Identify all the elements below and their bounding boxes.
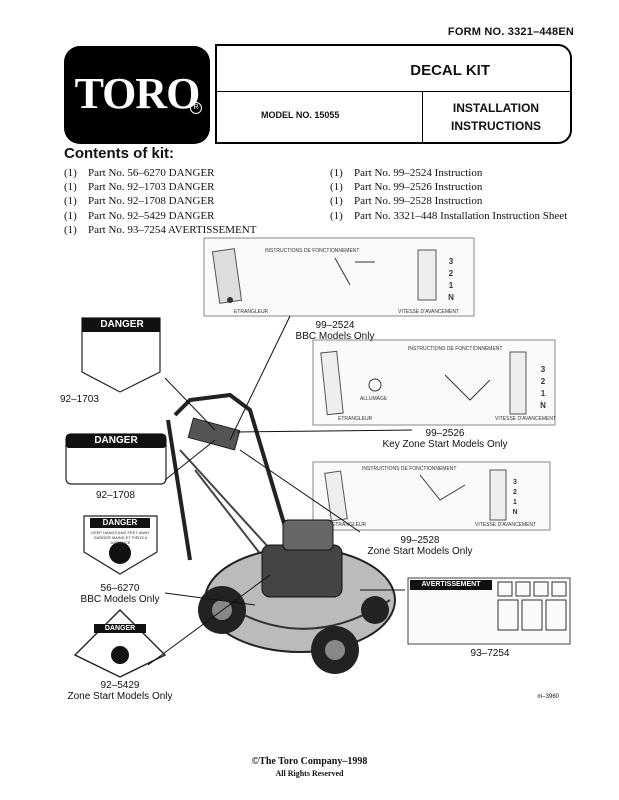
instr-title-2528: INSTRUCTIONS DE FONCTIONNEMENT: [362, 466, 457, 472]
vitesse-2526: VITESSE D'AVANCEMENT: [495, 416, 557, 422]
toro-logo: TORO R: [64, 46, 210, 144]
install-line2: INSTRUCTIONS: [451, 119, 541, 133]
list-item: (1)Part No. 92–5429 DANGER: [64, 209, 215, 222]
danger-56-6270-header: DANGER: [102, 518, 138, 527]
decal-92-1708: [65, 433, 167, 485]
copyright: ©The Toro Company–1998: [251, 756, 368, 767]
box-divider: [217, 91, 570, 92]
vitesse-2528: VITESSE D'AVANCEMENT: [475, 522, 537, 528]
danger-92-1708-header: DANGER: [94, 435, 138, 446]
danger-56-6270-text: KEEP HANDS AND FEET AWAY GARDER MAINS ET…: [91, 530, 150, 545]
danger-92-5429-header: DANGER: [104, 625, 136, 632]
model-number: MODEL NO. 15055: [261, 110, 340, 120]
callout-56-6270: 56–6270 BBC Models Only: [80, 583, 160, 605]
registered-mark: R: [190, 102, 202, 114]
list-item: (1)Part No. 99–2524 Instruction: [330, 167, 483, 179]
decal-99-2528: [312, 461, 551, 531]
m-reference: m–3960: [537, 694, 559, 700]
install-line1: INSTALLATION: [452, 101, 540, 115]
etrangleur-2528: ETRANGLEUR: [332, 522, 367, 528]
leader-lines: [147, 315, 413, 666]
callout-92-5429: 92–5429 Zone Start Models Only: [67, 680, 173, 702]
list-item: (1)Part No. 92–1703 DANGER: [64, 181, 215, 194]
decal-56-6270: [83, 515, 158, 575]
callout-99-2526: 99–2526 Key Zone Start Models Only: [382, 428, 508, 450]
decal-92-5429: [73, 609, 167, 678]
callout-99-2524: 99–2524 BBC Models Only: [295, 320, 375, 342]
etrangleur-2524: ETRANGLEUR: [234, 309, 269, 315]
list-item: (1)Part No. 99–2526 Instruction: [330, 181, 483, 194]
danger-92-1703-header: DANGER: [100, 319, 144, 330]
logo-text: TORO: [74, 69, 201, 118]
avertissement-header: AVERTISSEMENT: [421, 581, 481, 588]
contents-heading: Contents of kit:: [64, 145, 174, 162]
vitesse-2524: VITESSE D'AVANCEMENT: [398, 309, 460, 315]
box-divider-vertical: [422, 91, 423, 142]
callout-99-2528: 99–2528 Zone Start Models Only: [367, 535, 473, 557]
allumage-2526: ALLUMAGE: [360, 396, 388, 402]
instr-title-2526: INSTRUCTIONS DE FONCTIONNEMENT: [408, 346, 503, 352]
callout-92-1703: 92–1703: [60, 394, 99, 405]
mower-illustration: [166, 392, 396, 674]
decal-92-1703: [81, 317, 161, 393]
etrangleur-2526: ETRANGLEUR: [338, 416, 373, 422]
list-item: (1)Part No. 92–1708 DANGER: [64, 195, 215, 208]
parts-list-left: (1)Part No. 56–6270 DANGER (1)Part No. 9…: [64, 166, 256, 237]
decal-99-2524: [203, 237, 475, 317]
parts-list-right: (1)Part No. 99–2524 Instruction (1)Part …: [330, 166, 567, 223]
list-item: (1)Part No. 99–2528 Instruction: [330, 195, 483, 208]
title-box: DECAL KIT MODEL NO. 15055 INSTALLATION I…: [215, 44, 572, 144]
decal-99-2526: [312, 339, 556, 426]
list-item: (1)Part No. 93–7254 AVERTISSEMENT: [64, 223, 257, 236]
form-number: FORM NO. 3321–448EN: [447, 26, 574, 38]
list-item: (1)Part No. 56–6270 DANGER: [64, 167, 215, 179]
install-instructions: INSTALLATION INSTRUCTIONS: [422, 99, 570, 135]
doc-title: DECAL KIT: [410, 62, 490, 79]
list-item: (1)Part No. 3321–448 Installation Instru…: [330, 209, 568, 222]
callout-93-7254: 93–7254: [470, 648, 510, 659]
callout-92-1708: 92–1708: [96, 490, 135, 501]
decal-93-7254: [407, 577, 571, 645]
instr-title-2524: INSTRUCTIONS DE FONCTIONNEMENT: [265, 248, 360, 254]
rights-reserved: All Rights Reserved: [275, 769, 344, 778]
